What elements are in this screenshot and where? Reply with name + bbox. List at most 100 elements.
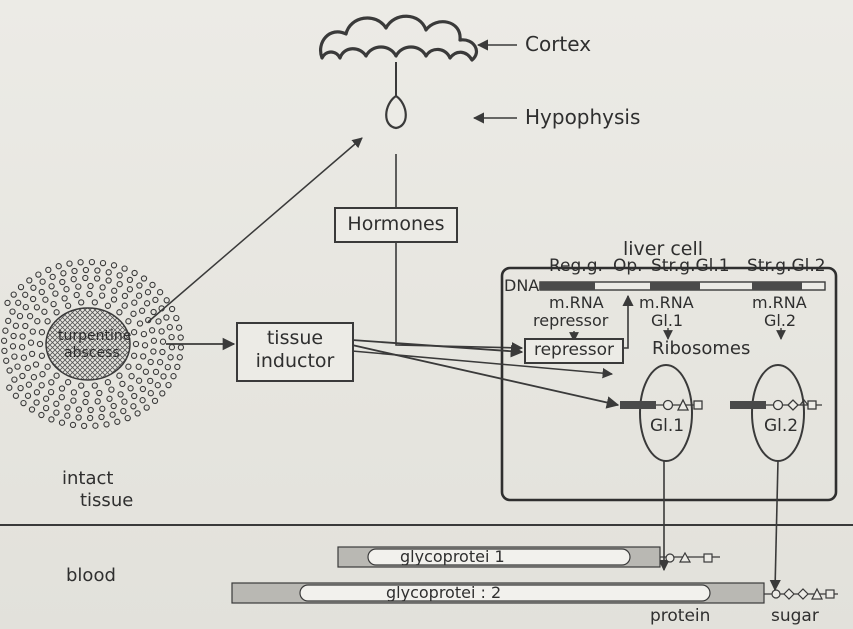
abscess-dot — [15, 364, 20, 369]
reg-g-label: Reg.g. — [549, 258, 603, 275]
abscess-dot — [132, 270, 137, 275]
abscess-dot — [83, 399, 88, 404]
abscess-dot — [160, 391, 165, 396]
abscess-dot — [142, 343, 147, 348]
mrna-gl2-label-1: m.RNA — [752, 295, 807, 311]
mrna-repressor-label-2: repressor — [533, 313, 608, 329]
abscess-dot — [166, 383, 171, 388]
abscess-dot — [127, 287, 132, 292]
glycoprotein2-label: glycoprotei : 2 — [386, 585, 501, 601]
abscess-dot — [76, 407, 81, 412]
abscess-dot — [76, 284, 81, 289]
abscess-dot — [136, 364, 141, 369]
abscess-dot — [28, 314, 33, 319]
abscess-dot — [40, 372, 45, 377]
abscess-dot — [155, 383, 160, 388]
abscess-dot — [132, 393, 137, 398]
abscess-dot — [37, 341, 42, 346]
abscess-dot — [111, 297, 116, 302]
abscess-dot — [143, 369, 148, 374]
abscess-dot — [60, 279, 65, 284]
blood-gl2-circle — [772, 590, 780, 598]
abscess-dot — [64, 287, 69, 292]
blood-gl1-square — [704, 554, 712, 562]
abscess-dot — [140, 308, 145, 313]
abscess-dot — [28, 340, 33, 345]
abscess-dot — [109, 387, 114, 392]
abscess-dot — [158, 290, 163, 295]
abscess-dot — [18, 386, 23, 391]
abscess-dot — [23, 292, 28, 297]
abscess-dot — [20, 345, 25, 350]
abscess-label-1: turpentine — [58, 329, 131, 343]
hormones-label: Hormones — [336, 215, 456, 235]
dna-reg-gene — [540, 282, 595, 290]
abscess-dot — [2, 338, 7, 343]
abscess-dot — [128, 386, 133, 391]
abscess-dot — [122, 303, 127, 308]
abscess-dot — [13, 323, 18, 328]
abscess-dot — [137, 378, 142, 383]
abscess-dot — [137, 283, 142, 288]
abscess-dot — [125, 416, 130, 421]
abscess-dot — [23, 323, 28, 328]
abscess-dot — [151, 338, 156, 343]
abscess-dot — [34, 390, 39, 395]
abscess-dot — [66, 380, 71, 385]
abscess-dot — [100, 293, 105, 298]
abscess-dot — [122, 293, 127, 298]
gl2-label: Gl.2 — [764, 418, 798, 435]
abscess-dot — [150, 328, 155, 333]
abscess-dot — [39, 412, 44, 417]
ribosomes-label: Ribosomes — [652, 340, 750, 358]
abscess-dot — [117, 282, 122, 287]
hypophysis-label: Hypophysis — [525, 107, 640, 127]
abscess-dot — [141, 354, 146, 359]
abscess-dot — [31, 285, 36, 290]
abscess-dot — [44, 406, 49, 411]
abscess-dot — [20, 373, 25, 378]
abscess-dot — [132, 353, 137, 358]
abscess-dot — [79, 383, 84, 388]
abscess-dot — [110, 412, 115, 417]
abscess-dot — [49, 380, 54, 385]
abscess-dot — [107, 396, 112, 401]
abscess-dot — [105, 303, 110, 308]
abscess-dot — [49, 390, 54, 395]
abscess-dot — [76, 415, 81, 420]
abscess-dot — [84, 391, 89, 396]
hormones-box: Hormones — [334, 207, 458, 243]
abscess-dot — [25, 393, 30, 398]
abscess-dot — [11, 292, 16, 297]
tissue-inductor-label-2: inductor — [238, 352, 352, 372]
glycoprotein2-inner — [300, 585, 710, 601]
gl1-sugar-circle — [664, 401, 673, 410]
mrna-gl1-label-1: m.RNA — [639, 295, 694, 311]
mrna-gl1-label-2: Gl.1 — [651, 313, 683, 329]
abscess-dot — [54, 373, 59, 378]
abscess-dot — [132, 330, 137, 335]
abscess-dot — [89, 260, 94, 265]
abscess-dot — [59, 395, 64, 400]
abscess-dot — [151, 309, 156, 314]
abscess-dot — [88, 415, 93, 420]
abscess-dot — [67, 261, 72, 266]
abscess-dot — [88, 283, 93, 288]
abscess-dot — [70, 422, 75, 427]
abscess-dot — [12, 377, 17, 382]
abscess-dot — [65, 405, 70, 410]
abscess-dot — [95, 276, 100, 281]
blood-gl2-diamond-1 — [784, 589, 794, 599]
abscess-dot — [93, 423, 98, 428]
abscess-dot — [159, 329, 164, 334]
abscess-dot — [118, 392, 123, 397]
abscess-dot — [145, 290, 150, 295]
abscess-dot — [59, 420, 64, 425]
abscess-dot — [54, 401, 59, 406]
abscess-dot — [10, 309, 15, 314]
abscess-dot — [148, 378, 153, 383]
abscess-dot — [131, 311, 136, 316]
abscess-dot — [42, 309, 47, 314]
abscess-dot — [18, 285, 23, 290]
